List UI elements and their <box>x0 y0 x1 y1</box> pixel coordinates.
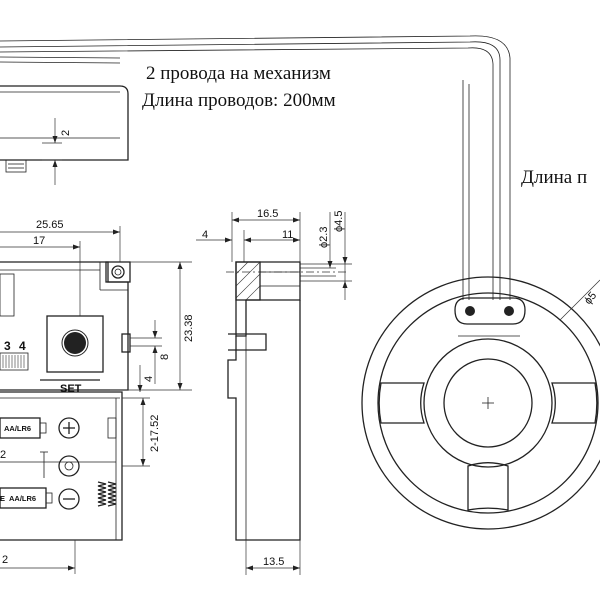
dim-side-4: 4 <box>202 229 208 241</box>
side-view <box>196 212 352 575</box>
dim-11: 11 <box>282 229 293 241</box>
dim-16-5: 16.5 <box>257 208 278 220</box>
wires-note: 2 провода на механизм <box>146 63 331 84</box>
dim-2-17-52: 2-17.52 <box>149 415 161 452</box>
wire-length-note: Длина проводов: 200мм <box>142 90 336 111</box>
dim-top-2: 2 <box>60 130 72 136</box>
dial-number-4: 4 <box>19 339 26 353</box>
battery-label-1: AA/LR6 <box>4 424 31 433</box>
dim-dia-4-5: ϕ4.5 <box>333 211 345 232</box>
dim-25-65: 25.65 <box>36 219 64 231</box>
dial-number-3: 3 <box>4 339 11 353</box>
dim-17: 17 <box>33 235 45 247</box>
set-label: SET <box>60 383 82 395</box>
speaker <box>361 276 600 530</box>
front-view <box>0 226 192 574</box>
top-view <box>0 85 129 185</box>
battery-label-2-prefix: E <box>0 494 5 503</box>
dim-speaker-diameter: ϕ5 <box>582 290 599 307</box>
wire-length-note-cut: Длина п <box>521 167 587 188</box>
wire-bundle <box>0 35 511 300</box>
dim-left-2: 2 <box>0 449 6 461</box>
dim-dia-2-3: ϕ2.3 <box>318 227 330 248</box>
dim-bottom-2: 2 <box>2 554 8 566</box>
dim-13-5: 13.5 <box>263 556 284 568</box>
dim-23-38: 23.38 <box>183 314 195 342</box>
battery-label-2: AA/LR6 <box>9 494 36 503</box>
dim-8: 8 <box>159 354 171 360</box>
dim-4: 4 <box>143 376 155 382</box>
